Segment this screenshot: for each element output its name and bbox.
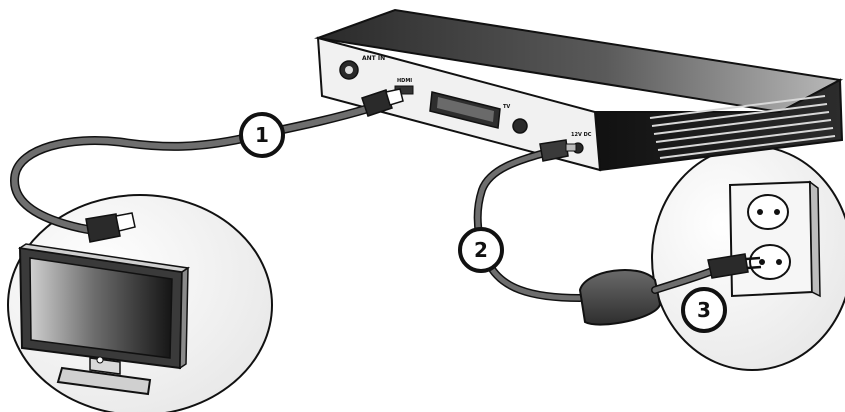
rf-in-connector: ANT IN [339, 55, 385, 80]
wall-outlet [728, 180, 821, 298]
callout-3-label: 3 [697, 298, 711, 322]
callout-2: 2 [458, 227, 504, 273]
mains-cable [651, 253, 762, 294]
scart-port: TV [429, 91, 510, 129]
set-top-box: ANT IN HDMI TV 12V DC [314, 8, 844, 172]
power-adapter [578, 268, 662, 326]
scart-label: TV [503, 104, 510, 110]
rf-in-label: ANT IN [362, 55, 385, 62]
dc-in-label: 12V DC [571, 132, 592, 138]
callout-3: 3 [681, 287, 727, 333]
callout-1: 1 [239, 112, 285, 158]
callout-1-label: 1 [255, 123, 269, 147]
vent-slots [649, 95, 836, 159]
power-cable [473, 139, 584, 302]
aux-jack [512, 118, 528, 134]
tv-icon [17, 243, 191, 396]
hdmi-label: HDMI [397, 78, 412, 84]
callout-2-label: 2 [474, 238, 488, 262]
